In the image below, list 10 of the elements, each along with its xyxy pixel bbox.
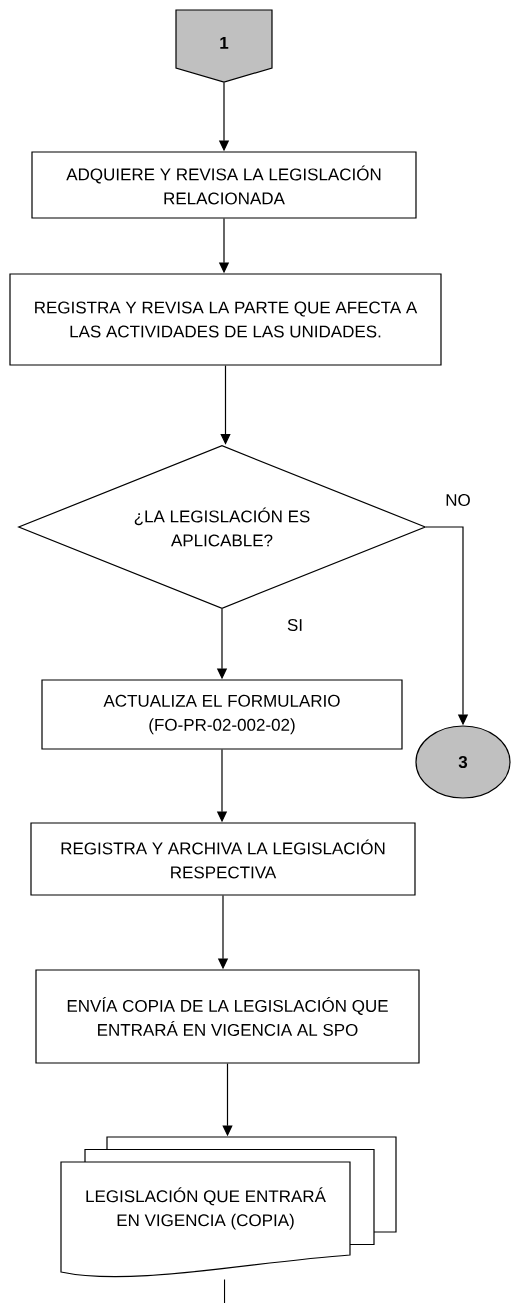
process-box: ENVÍA COPIA DE LA LEGISLACIÓN QUE ENTRARÁ EN VIGENCIA AL SPO — [35, 969, 420, 1064]
process-box: ACTUALIZA EL FORMULARIO (FO-PR-02-002-02) — [41, 679, 403, 750]
edge-label: NO — [444, 493, 472, 508]
process-box: ADQUIERE Y REVISA LA LEGISLACIÓN RELACIONADA — [31, 151, 417, 219]
arrow — [220, 365, 231, 445]
line — [223, 1279, 226, 1303]
process-box: REGISTRA Y ARCHIVA LA LEGISLACIÓN RESPECTIVA — [30, 822, 416, 896]
process-box: REGISTRA Y REVISA LA PARTE QUE AFECTA A LAS ACTIVIDADES DE LAS UNIDADES. — [9, 273, 442, 366]
edge-label: SI — [285, 618, 305, 633]
off-page-connector: 1 — [175, 9, 273, 83]
